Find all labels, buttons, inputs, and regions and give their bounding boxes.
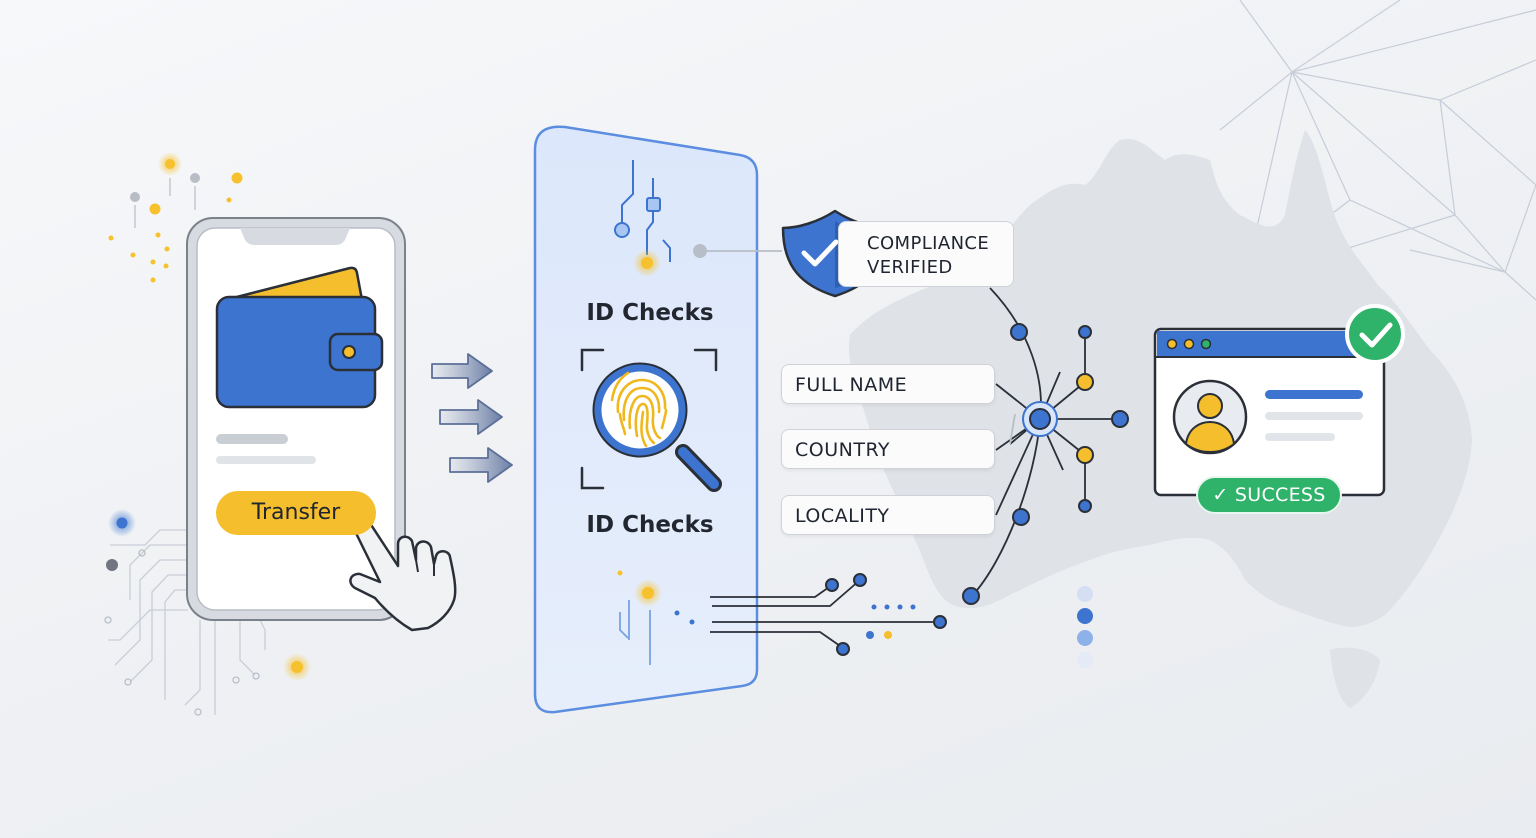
sparkle-dots bbox=[106, 152, 311, 681]
user-avatar-icon bbox=[1172, 379, 1248, 455]
scan-frame-brackets bbox=[580, 348, 718, 490]
flow-arrows bbox=[431, 353, 513, 483]
circuit-node bbox=[642, 587, 654, 599]
data-dots bbox=[866, 604, 916, 639]
compliance-line-1: COMPLIANCE bbox=[867, 233, 990, 254]
circuit-nodes-left bbox=[104, 549, 260, 716]
full-name-field: FULL NAME bbox=[781, 364, 995, 404]
id-checks-label-top: ID Checks bbox=[586, 300, 714, 326]
circuit-node bbox=[641, 257, 653, 269]
status-dots-vertical bbox=[1077, 586, 1093, 668]
check-circle-icon bbox=[1345, 304, 1405, 364]
fingerprint-magnifier-icon bbox=[592, 362, 722, 492]
connector-nodes bbox=[825, 323, 1129, 656]
text-placeholder-line bbox=[216, 456, 316, 464]
success-badge: ✓ SUCCESS bbox=[1196, 476, 1342, 514]
wallet-icon bbox=[215, 266, 384, 409]
success-badge-label: SUCCESS bbox=[1234, 484, 1326, 506]
compliance-line-2: VERIFIED bbox=[867, 257, 953, 278]
compliance-verified-card: COMPLIANCE VERIFIED bbox=[838, 221, 1014, 287]
connector-node bbox=[693, 244, 707, 258]
id-checks-label-bottom: ID Checks bbox=[586, 512, 714, 538]
data-dots bbox=[674, 610, 695, 625]
circuit-node bbox=[614, 222, 630, 238]
circuit-node bbox=[617, 570, 623, 576]
pointing-hand-icon bbox=[349, 511, 457, 632]
circuit-traces-panel-bottom bbox=[619, 600, 651, 665]
tasmania-map-icon bbox=[1330, 647, 1380, 708]
country-field: COUNTRY bbox=[781, 429, 995, 469]
circuit-node bbox=[646, 197, 661, 212]
locality-field: LOCALITY bbox=[781, 495, 995, 535]
success-check-icon: ✓ bbox=[1212, 484, 1235, 506]
transfer-button[interactable]: Transfer bbox=[216, 491, 376, 535]
text-placeholder-line bbox=[216, 434, 288, 444]
circuit-traces-left bbox=[108, 529, 266, 715]
